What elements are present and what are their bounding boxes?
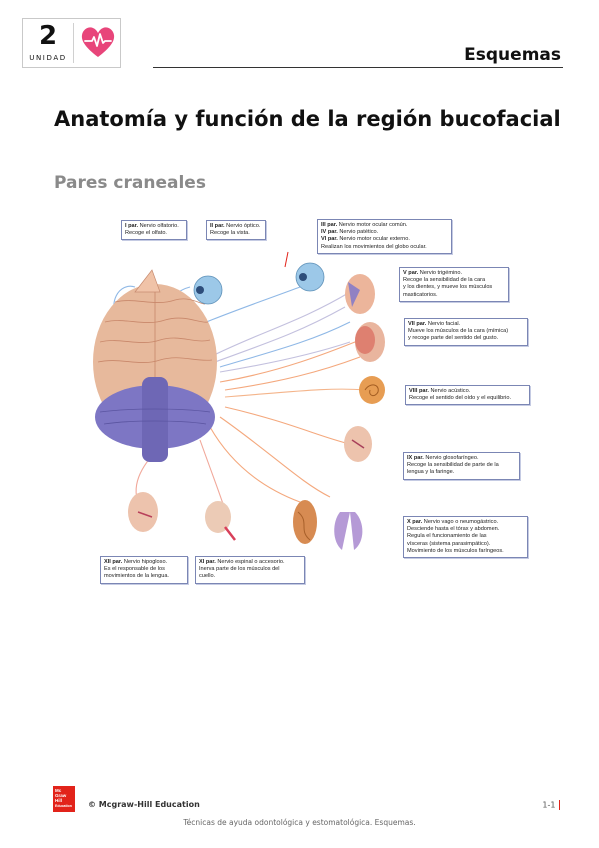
- footer-caption: Técnicas de ayuda odontológica y estomat…: [183, 818, 416, 827]
- page-title: Anatomía y función de la región bucofaci…: [54, 107, 561, 131]
- label-nerve-XI: XI par. Nervio espinal o accesorio. Iner…: [195, 556, 305, 584]
- label-nerves-III-IV-VI: III par. Nervio motor ocular común. IV p…: [317, 219, 452, 254]
- footer-page-number: 1-1: [542, 800, 560, 810]
- label-nerve-VIII: VIII par. Nervio acústico. Recoge el sen…: [405, 385, 530, 406]
- label-nerve-X: X par. Nervio vago o neumogástrico. Desc…: [403, 516, 528, 559]
- label-nerve-II: II par. Nervio óptico. Recoge la vista.: [206, 220, 266, 241]
- label-nerve-XII: XII par. Nervio hipogloso. Es el respons…: [100, 556, 188, 584]
- header-rule: [153, 67, 563, 68]
- label-nerve-IX: IX par. Nervio glosofaríngeo. Recoge la …: [403, 452, 520, 480]
- unit-label: UNIDAD: [29, 54, 67, 62]
- page-number-bar: [558, 800, 560, 810]
- label-nerve-I: I par. Nervio olfatorio. Recoge el olfat…: [121, 220, 187, 241]
- footer-copyright: © Mcgraw-Hill Education: [88, 800, 200, 809]
- section-header: Esquemas: [464, 45, 561, 65]
- unit-number: 2: [38, 21, 58, 51]
- mcgraw-hill-logo: Mc Graw Hill Education: [53, 786, 75, 812]
- unit-badge: 2 UNIDAD: [22, 18, 121, 68]
- page-number: 1-1: [542, 800, 556, 810]
- label-nerve-V: V par. Nervio trigémino. Recoge la sensi…: [399, 267, 509, 302]
- heart-pulse-icon: [81, 27, 115, 57]
- unit-divider: [73, 23, 74, 63]
- label-nerve-VII: VII par. Nervio facial. Mueve los múscul…: [404, 318, 528, 346]
- cranial-nerves-diagram: I par. Nervio olfatorio. Recoge el olfat…: [60, 212, 540, 592]
- page-subtitle: Pares craneales: [54, 173, 206, 193]
- diagram-artwork: [93, 251, 385, 550]
